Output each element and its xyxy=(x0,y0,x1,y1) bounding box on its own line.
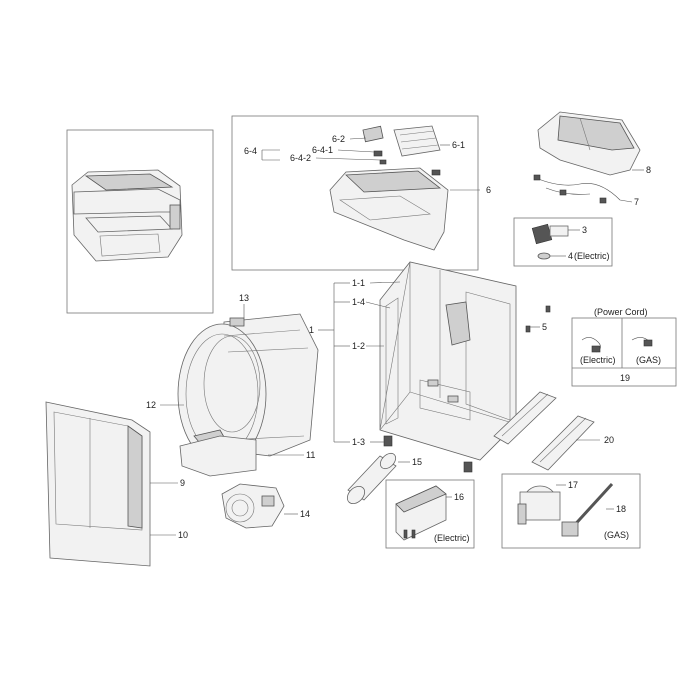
label-20: 20 xyxy=(604,435,614,445)
label-7: 7 xyxy=(634,197,639,207)
label-6-4-2: 6-4-2 xyxy=(290,153,311,163)
control-panel-group xyxy=(231,115,480,271)
label-13: 13 xyxy=(239,293,249,303)
note-electric-3-4: (Electric) xyxy=(574,251,610,261)
note-gas-19: (GAS) xyxy=(636,355,661,365)
label-6-2: 6-2 xyxy=(332,134,345,144)
note-electric-16: (Electric) xyxy=(434,533,470,543)
power-cord-group xyxy=(571,317,677,387)
label-5: 5 xyxy=(542,322,547,332)
label-4: 4 xyxy=(568,251,573,261)
label-6-4: 6-4 xyxy=(244,146,257,156)
label-8: 8 xyxy=(646,165,651,175)
heater-electric xyxy=(385,479,475,549)
note-electric-19: (Electric) xyxy=(580,355,616,365)
door-assembly xyxy=(45,401,178,567)
label-6-1: 6-1 xyxy=(452,140,465,150)
drum-assembly xyxy=(160,304,319,477)
label-18: 18 xyxy=(616,504,626,514)
label-10: 10 xyxy=(178,530,188,540)
label-11: 11 xyxy=(306,450,315,460)
top-cover-and-harness xyxy=(533,111,644,204)
electric-parts-3-4 xyxy=(513,217,613,267)
label-15: 15 xyxy=(412,457,422,467)
label-3: 3 xyxy=(582,225,587,235)
label-1: 1 xyxy=(309,325,314,335)
label-19: 19 xyxy=(620,373,630,383)
assembled-dryer-view xyxy=(66,129,214,314)
label-16: 16 xyxy=(454,492,464,502)
label-1-4: 1-4 xyxy=(352,297,365,307)
note-power-cord: (Power Cord) xyxy=(594,307,648,317)
label-14: 14 xyxy=(300,509,310,519)
label-9: 9 xyxy=(180,478,185,488)
note-gas-17-18: (GAS) xyxy=(604,530,629,540)
label-6: 6 xyxy=(486,185,491,195)
fan-assembly xyxy=(221,483,298,529)
cabinet xyxy=(318,261,551,473)
label-1-2: 1-2 xyxy=(352,341,365,351)
label-1-1: 1-1 xyxy=(352,278,365,288)
duct-part xyxy=(346,452,410,505)
label-1-3: 1-3 xyxy=(352,437,365,447)
label-17: 17 xyxy=(568,480,578,490)
gas-parts-group xyxy=(501,473,641,549)
label-6-4-1: 6-4-1 xyxy=(312,145,333,155)
label-12: 12 xyxy=(146,400,156,410)
base-rails xyxy=(493,391,600,471)
